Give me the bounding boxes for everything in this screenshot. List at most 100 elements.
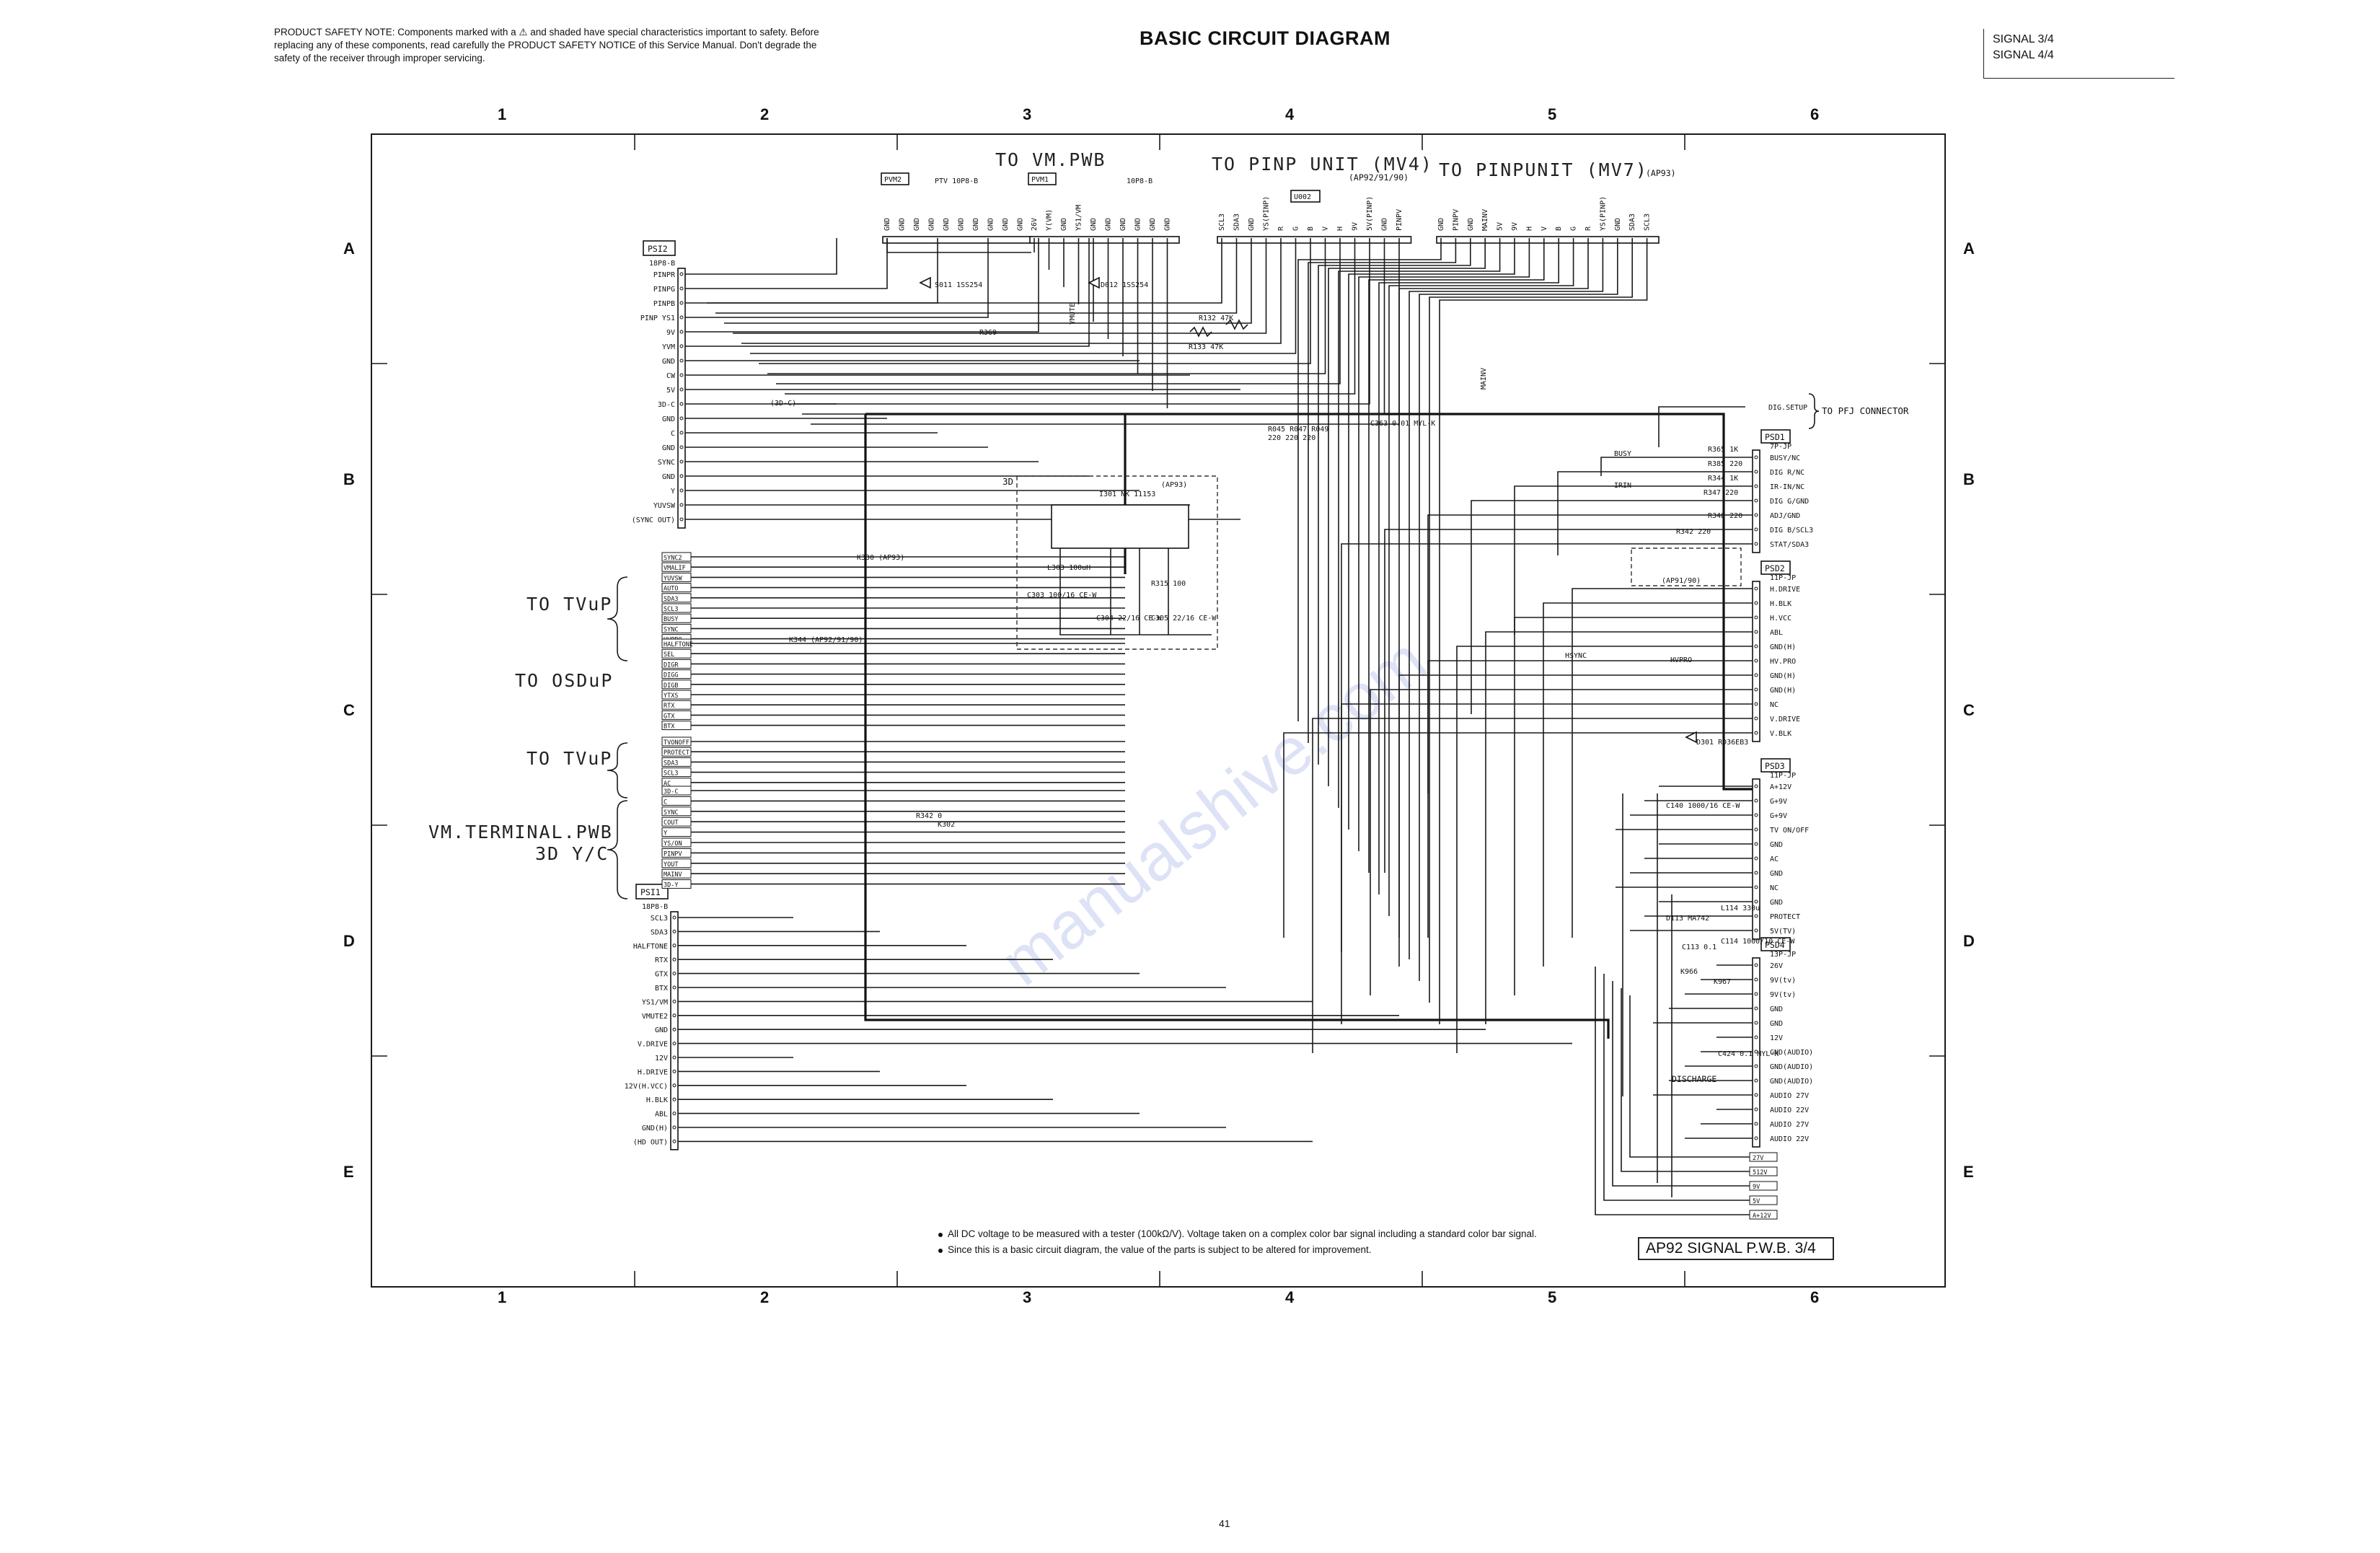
mv7-drop: [1358, 238, 1530, 851]
psd1-pin-label: DIG R/NC: [1770, 469, 1804, 477]
vm-tag-label: PINPV: [664, 850, 682, 858]
dig-setup-wire: [1658, 406, 1745, 447]
k302-label: K302: [938, 821, 955, 829]
resistor-r133: [1189, 326, 1212, 338]
note-2: Since this is a basic circuit diagram, t…: [948, 1244, 1372, 1255]
conn-psi1-name: PSI1: [640, 887, 661, 897]
psd4-name-box: [1760, 937, 1791, 951]
conn-psi2-pin: [679, 517, 684, 522]
grid-row-left-C: C: [343, 701, 355, 719]
psd1-pin-label: IR-IN/NC: [1770, 483, 1804, 491]
conn-psi2-pin: [679, 416, 684, 421]
grid-row-right-A: A: [1963, 239, 1975, 258]
conn-psi2-name: PSI2: [648, 244, 668, 254]
conn-psi2-pin: [679, 387, 684, 392]
psd1-wire: [1514, 485, 1753, 635]
conn-psi2-pin-label: GND: [662, 473, 675, 481]
conn-psi1-pin-label: BTX: [655, 985, 668, 993]
grid-row-left-B: B: [343, 470, 355, 488]
vm-tag-label: 3D-C: [664, 788, 678, 796]
heading-to-tvup-2: TO TVuP: [526, 748, 612, 769]
mv7-pin-label: 5V: [1497, 222, 1504, 231]
mv7-pin-label: GND: [1467, 218, 1475, 231]
vm-tag-label: YS/ON: [664, 840, 682, 848]
psi2-wire: [685, 238, 989, 318]
psd2-pin-label: V.BLK: [1770, 730, 1791, 738]
pvm2-housing: [882, 236, 1033, 244]
i301-dashed-area: [1016, 475, 1218, 650]
psd4-pin-label: AUDIO 22V: [1770, 1107, 1809, 1114]
k330-label: K330 (AP93): [857, 554, 904, 562]
mv7-pin-label: H: [1525, 226, 1533, 231]
psd2-wire: [1398, 674, 1753, 967]
psd2-pin-label: GND(H): [1770, 687, 1796, 695]
grid-col-top-2: 2: [760, 105, 769, 123]
grid-col-bottom-5: 5: [1548, 1288, 1556, 1306]
psd1-wire: [1341, 543, 1753, 952]
pvm1-pin-label: GND: [1105, 218, 1113, 231]
mv7-pin-label: SDA3: [1628, 214, 1636, 231]
u002-pin-label: SDA3: [1233, 214, 1241, 231]
tvup2-tag-label: SCL3: [664, 770, 678, 778]
vm-tag-label: YOUT: [664, 861, 678, 868]
conn-psi2-pin: [679, 445, 684, 449]
conn-psi1-pin: [672, 999, 676, 1003]
conn-psi2-pin-label: GND: [662, 415, 675, 423]
psd3-pin: [1754, 827, 1758, 832]
psd2-wire: [1572, 588, 1753, 938]
conn-psi1-pin: [672, 1042, 676, 1046]
psi2-wire: [685, 238, 888, 289]
conn-psi1-pin: [672, 985, 676, 990]
conn-psi1-pin: [672, 1083, 676, 1088]
brace-vm-terminal: [607, 800, 628, 899]
conn-psi1-pin-label: RTX: [655, 956, 668, 964]
ymute-label: YMUTE: [1069, 303, 1077, 325]
osd-tag-label: HALFTONE: [664, 641, 693, 648]
psi2-wire: [685, 238, 938, 304]
u002-drop: [802, 238, 1385, 415]
psd2-pin: [1754, 716, 1758, 721]
pvm1-pin-label: GND: [1060, 218, 1068, 231]
mv7-pin-label: GND: [1437, 218, 1445, 231]
tvup-tag-label: VMALIF: [664, 565, 686, 572]
board-label-box: [1638, 1237, 1834, 1260]
conn-psi1-type: 18P8-B: [642, 903, 668, 911]
u002-pin-label: H: [1336, 226, 1344, 231]
mv7-pin-label: PINPV: [1452, 209, 1460, 231]
heading-mv7-models: (AP93): [1646, 168, 1676, 178]
wiring: [678, 238, 1753, 1197]
r365-label: R365 1K: [1708, 446, 1738, 454]
mv7-drop: [1409, 238, 1604, 959]
grid-row-left-A: A: [343, 239, 355, 258]
k344-label: K344 (AP92/91/90): [789, 636, 863, 644]
conn-psi2-pin-label: YUVSW: [653, 502, 676, 510]
psd4-pin: [1754, 1093, 1758, 1097]
r315-label: R315 100: [1151, 580, 1186, 588]
tvup-tag-label: SYNC: [664, 626, 678, 633]
psd3-pin-label: PROTECT: [1770, 913, 1800, 921]
mv7-pin-label: SCL3: [1644, 214, 1652, 231]
brace-tvup-1: [607, 576, 628, 661]
grid-col-top-6: 6: [1810, 105, 1819, 123]
conn-psi1-pin-label: H.DRIVE: [638, 1068, 668, 1076]
d301-label: D301 RD36EB3: [1696, 739, 1748, 747]
conn-psi2-pin: [679, 272, 684, 276]
mv7-drop: [1388, 238, 1574, 916]
r385-label: R385 220: [1708, 460, 1742, 468]
psd4-pin: [1754, 1136, 1758, 1140]
bottom-tag-wire: [1629, 995, 1750, 1158]
psd2-pin-label: H.DRIVE: [1770, 586, 1800, 594]
pvm1-type: 10P8-B: [1127, 177, 1152, 185]
conn-psi2-pin-label: 3D-C: [658, 401, 675, 409]
psd3-pin: [1754, 842, 1758, 846]
grid-col-bottom-1: 1: [498, 1288, 506, 1306]
c304-label: C304 22/16 CE-W: [1096, 615, 1162, 622]
psd4-pin: [1754, 1122, 1758, 1126]
u002-drop: [767, 238, 1326, 374]
psd4-pin-label: GND(AUDIO): [1770, 1063, 1813, 1071]
psd3-pin-label: A+12V: [1770, 783, 1791, 791]
osd-tag-label: RTX: [664, 703, 675, 710]
mv7-pin-label: B: [1555, 226, 1563, 231]
